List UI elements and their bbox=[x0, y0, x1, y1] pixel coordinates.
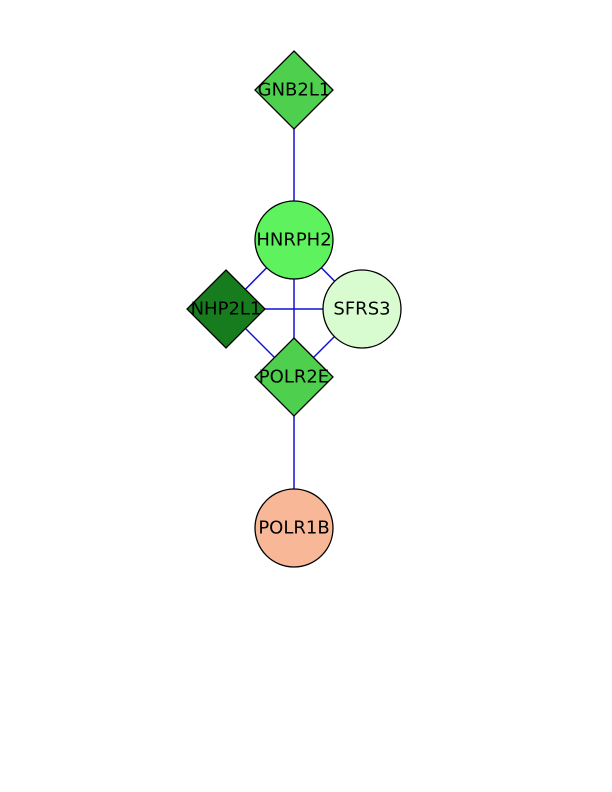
node-gnb2l1[interactable]: GNB2L1 bbox=[254, 50, 334, 130]
node-label: HNRPH2 bbox=[256, 230, 331, 251]
node-diamond-shape bbox=[254, 337, 334, 417]
node-label: SFRS3 bbox=[333, 299, 390, 320]
node-sfrs3[interactable]: SFRS3 bbox=[322, 269, 402, 349]
node-hnrph2[interactable]: HNRPH2 bbox=[254, 200, 334, 280]
node-nhp2l1[interactable]: NHP2L1 bbox=[186, 269, 266, 349]
node-label: POLR2E bbox=[259, 367, 329, 388]
node-polr1b[interactable]: POLR1B bbox=[254, 488, 334, 568]
node-polr2e[interactable]: POLR2E bbox=[254, 337, 334, 417]
node-circle-shape bbox=[254, 488, 334, 568]
node-circle-shape bbox=[322, 269, 402, 349]
node-circle-shape bbox=[254, 200, 334, 280]
node-diamond-shape bbox=[254, 50, 334, 130]
node-diamond-shape bbox=[186, 269, 266, 349]
node-label: NHP2L1 bbox=[191, 299, 262, 320]
node-label: GNB2L1 bbox=[258, 80, 331, 101]
node-label: POLR1B bbox=[258, 518, 329, 539]
